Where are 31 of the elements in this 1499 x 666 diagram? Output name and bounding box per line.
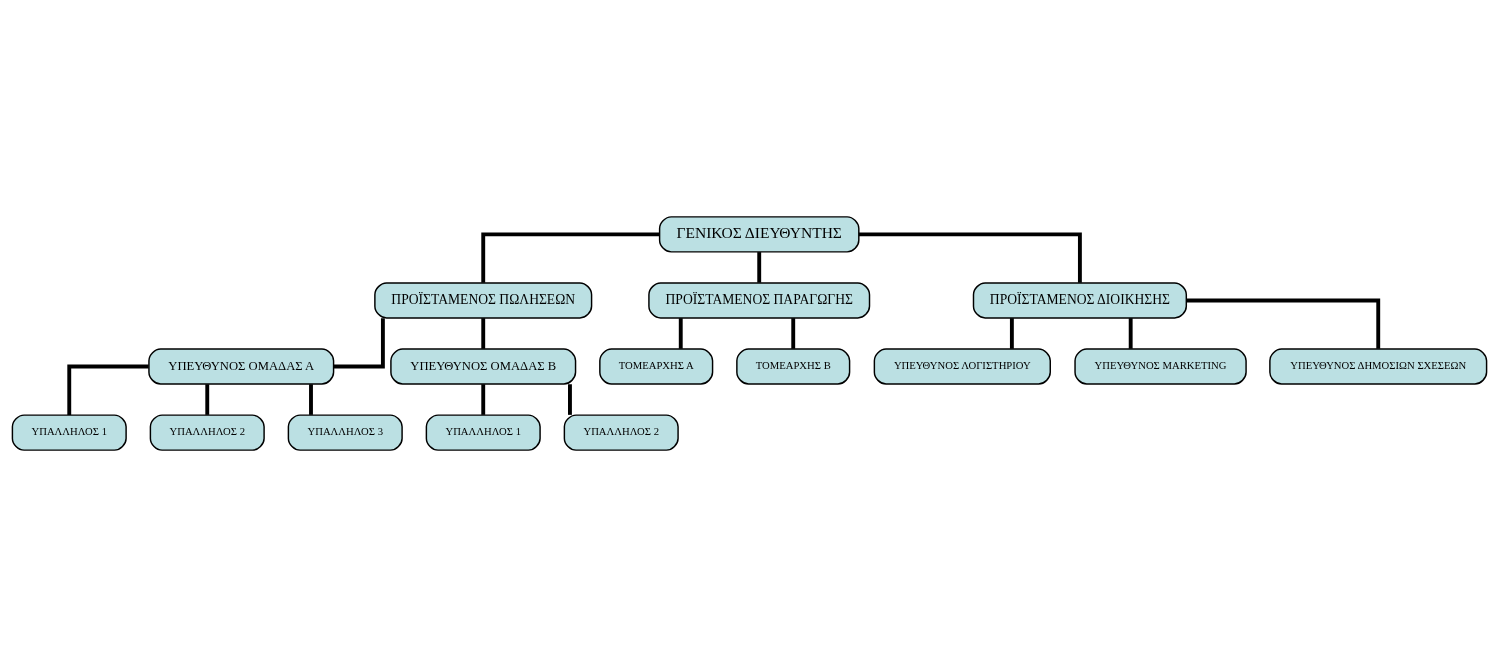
node-box: ΠΡΟΪΣΤΑΜΕΝΟΣ ΠΩΛΗΣΕΩΝ: [374, 281, 593, 319]
node-box: ΥΠΕΥΘΥΝΟΣ ΛΟΓΙΣΤΗΡΙΟΥ: [873, 347, 1051, 385]
node-box: ΠΡΟΪΣΤΑΜΕΝΟΣ ΔΙΟΙΚΗΣΗΣ: [972, 281, 1188, 319]
connector: [757, 251, 762, 283]
connector: [481, 317, 486, 349]
connector: [1009, 317, 1014, 349]
node-box: ΥΠΕΥΘΥΝΟΣ ΟΜΑΔΑΣ Α: [148, 347, 335, 385]
node-box: ΥΠΕΥΘΥΝΟΣ MARKETING: [1074, 347, 1247, 385]
connector: [1186, 298, 1381, 349]
node-box: ΥΠΑΛΛΗΛΟΣ 2: [149, 413, 265, 451]
connector: [1128, 317, 1133, 349]
connector: [481, 383, 486, 415]
node-box: ΓΕΝΙΚΟΣ ΔΙΕΥΘΥΝΤΗΣ: [658, 215, 860, 253]
node-box: ΥΠΕΥΘΥΝΟΣ ΟΜΑΔΑΣ Β: [390, 347, 577, 385]
connector: [333, 317, 385, 368]
connector: [205, 383, 210, 415]
connector: [678, 317, 683, 349]
node-box: ΠΡΟΪΣΤΑΜΕΝΟΣ ΠΑΡΑΓΩΓΗΣ: [648, 281, 871, 319]
connector: [67, 364, 149, 415]
node-box: ΥΠΑΛΛΗΛΟΣ 3: [287, 413, 403, 451]
connector: [858, 231, 1082, 283]
connector: [309, 383, 313, 415]
connector: [791, 317, 796, 349]
node-box: ΥΠΑΛΛΗΛΟΣ 1: [425, 413, 541, 451]
node-box: ΥΠΕΥΘΥΝΟΣ ΔΗΜΟΣΙΩΝ ΣΧΕΣΕΩΝ: [1269, 347, 1488, 385]
node-box: ΤΟΜΕΑΡΧΗΣ Α: [599, 347, 714, 385]
connector: [568, 383, 572, 415]
connector: [481, 231, 660, 283]
node-box: ΥΠΑΛΛΗΛΟΣ 1: [11, 413, 127, 451]
node-box: ΤΟΜΕΑΡΧΗΣ Β: [736, 347, 851, 385]
node-box: ΥΠΑΛΛΗΛΟΣ 2: [563, 413, 679, 451]
